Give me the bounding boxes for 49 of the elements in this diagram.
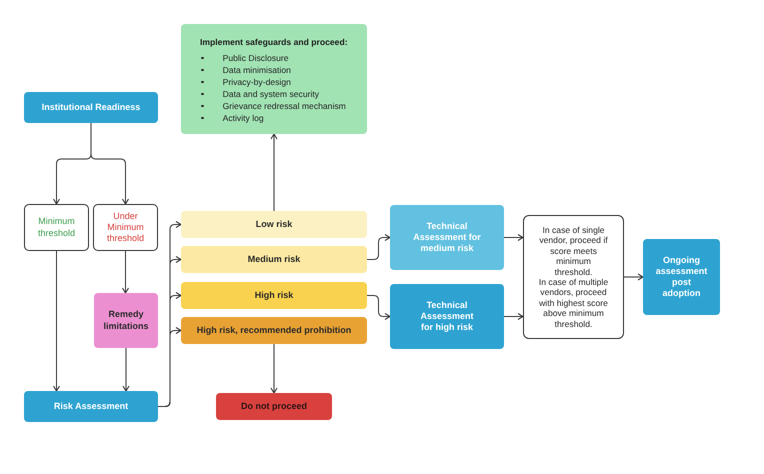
arrow (270, 133, 278, 212)
step-label: Risk Assessment (54, 400, 128, 412)
list-item: Public Disclosure (222, 52, 289, 64)
arrow (504, 312, 524, 320)
arrow (366, 234, 391, 260)
note-text: In case of single vendor, proceed if score meets minimum threshold. (538, 224, 609, 277)
step-label: Ongoing assessment post adoption (654, 254, 708, 300)
note-text: In case of multiple vendors, proceed with highest score above minimum threshold. (538, 277, 610, 330)
arrow (366, 295, 391, 320)
risk-level-box (181, 317, 367, 344)
arrow (504, 234, 524, 242)
note-box (523, 215, 624, 339)
threshold-box (93, 204, 158, 251)
step-label: Minimum threshold (36, 216, 76, 239)
arrow (122, 250, 130, 294)
step-label: Medium risk (248, 254, 300, 266)
process-box (94, 293, 158, 348)
threshold-box (24, 204, 89, 251)
arrow (158, 326, 182, 407)
process-box (24, 391, 158, 422)
risk-level-box (181, 246, 367, 273)
process-box (390, 205, 504, 270)
step-label: Technical Assessment for high risk (419, 300, 475, 334)
step-label: Low risk (256, 218, 292, 230)
list-item: Activity log (222, 112, 264, 124)
list-item: Grievance redressal mechanism (222, 100, 346, 112)
list-item: Data minimisation (222, 64, 291, 76)
step-label: Under Minimum threshold (106, 210, 146, 244)
step-label: High risk, recommended prohibition (196, 324, 352, 336)
list-item: Data and system security (222, 88, 320, 100)
process-box (643, 239, 720, 315)
step-label: Do not proceed (240, 400, 307, 412)
process-box (24, 92, 158, 123)
list-item: Privacy-by-design (222, 76, 291, 88)
arrow (52, 250, 60, 392)
step-label: Technical Assessment for medium risk (412, 220, 482, 254)
arrow (90, 122, 130, 205)
arrow (122, 348, 130, 392)
arrow (624, 273, 644, 281)
stop-box (216, 393, 332, 420)
arrow (270, 344, 278, 394)
panel-heading: Implement safeguards and proceed: (200, 36, 348, 48)
step-label: Remedy limitations (102, 309, 150, 332)
step-label: Institutional Readiness (42, 102, 140, 114)
risk-level-box (181, 211, 367, 238)
risk-level-box (181, 282, 367, 309)
step-label: High risk (254, 290, 294, 302)
safeguards-panel (181, 24, 367, 134)
process-box (390, 284, 504, 349)
